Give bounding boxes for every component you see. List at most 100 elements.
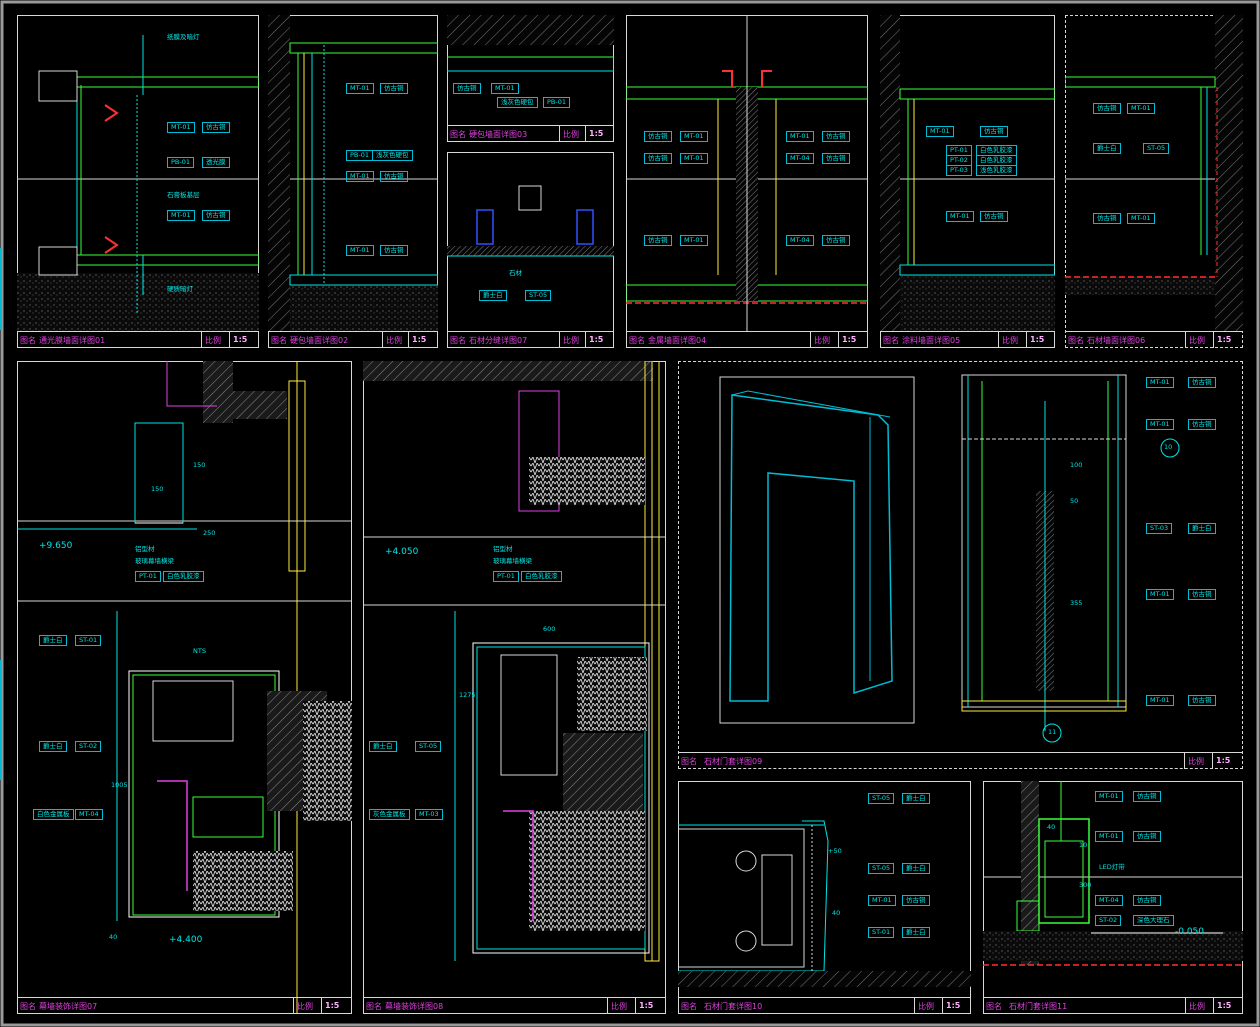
panel-detail-02: MT-01 仿古铜 PB-01 浅灰色硬包 MT-01 仿古铜 MT-01 仿古… bbox=[268, 15, 438, 348]
material-tag: ST-05 bbox=[868, 793, 895, 804]
title-block: 图名 石材门套详图10 比例 1:5 bbox=[678, 997, 971, 1014]
dimension: 355 bbox=[1070, 599, 1083, 607]
title-block: 图名 石材墙面详图06 比例 1:5 bbox=[1065, 331, 1243, 348]
material-tag: MT-01 bbox=[167, 210, 195, 221]
note: 铝型材 bbox=[493, 545, 513, 553]
panel-title: 金属墙面详图04 bbox=[648, 336, 707, 345]
material-tag: 仿古铜 bbox=[1133, 831, 1161, 842]
elevation-mark: +9.650 bbox=[39, 541, 73, 551]
material-tag: PT-01 bbox=[493, 571, 519, 582]
material-tag: MT-01 bbox=[1146, 589, 1174, 600]
drawing-09 bbox=[719, 374, 1180, 743]
drawing-04 bbox=[626, 15, 868, 331]
panel-title: 幕墙装饰详图08 bbox=[385, 1002, 444, 1011]
material-tag: PT-01 bbox=[135, 571, 161, 582]
panel-scale: 1:5 bbox=[1217, 1001, 1232, 1010]
material-tag: MT-01 bbox=[1095, 791, 1123, 802]
material-tag: PB-01 bbox=[543, 97, 570, 108]
material-tag: MT-04 bbox=[75, 809, 103, 820]
material-tag: 仿古铜 bbox=[1093, 213, 1121, 224]
panel-scale: 1:5 bbox=[233, 335, 248, 344]
panel-detail-01: 纸膜及暗灯 MT-01 仿古铜 PB-01 透光膜 石膏板基层 MT-01 仿古… bbox=[17, 15, 259, 348]
material-tag: MT-01 bbox=[680, 131, 708, 142]
title-block: 图名 石材分缝详图07 比例 1:5 bbox=[447, 331, 614, 348]
panel-title: 硬包墙面详图02 bbox=[290, 336, 349, 345]
material-tag: MT-01 bbox=[1127, 103, 1155, 114]
dimension: 40 bbox=[832, 909, 841, 917]
material-tag: MT-01 bbox=[680, 235, 708, 246]
dimension: 300 bbox=[1079, 881, 1092, 889]
panel-detail-08: +4.050 铝型材 玻璃幕墙横梁 PT-01 白色乳胶漆 爵士白 ST-05 … bbox=[363, 361, 666, 1014]
material-tag: PT-03 bbox=[946, 165, 972, 176]
material-tag: 仿古铜 bbox=[1188, 695, 1216, 706]
material-tag: PB-01 bbox=[346, 150, 373, 161]
panel-title: 石材门套详图10 bbox=[704, 1002, 763, 1011]
dimension: 100 bbox=[1070, 461, 1083, 469]
material-tag: 仿古铜 bbox=[380, 245, 408, 256]
note: 铝型材 bbox=[135, 545, 155, 553]
drawing-10 bbox=[678, 820, 971, 987]
dimension: 1005 bbox=[111, 781, 128, 789]
material-tag: 仿古铜 bbox=[644, 131, 672, 142]
drawing-11 bbox=[983, 781, 1243, 966]
material-tag: 爵士白 bbox=[902, 793, 930, 804]
material-tag: 白色乳胶漆 bbox=[521, 571, 562, 582]
material-tag: 爵士白 bbox=[902, 927, 930, 938]
drawing-06 bbox=[1065, 15, 1243, 331]
material-tag: 仿古铜 bbox=[202, 122, 230, 133]
panel-title: 石材墙面详图06 bbox=[1087, 336, 1146, 345]
material-tag: ST-05 bbox=[868, 863, 895, 874]
material-tag: 仿古铜 bbox=[822, 153, 850, 164]
material-tag: MT-01 bbox=[346, 171, 374, 182]
material-tag: MT-03 bbox=[415, 809, 443, 820]
panel-title: 石材分缝详图07 bbox=[469, 336, 528, 345]
material-tag: 深色大理石 bbox=[1133, 915, 1174, 926]
material-tag: MT-01 bbox=[491, 83, 519, 94]
material-tag: MT-01 bbox=[1095, 831, 1123, 842]
material-tag: 仿古铜 bbox=[980, 211, 1008, 222]
note: 石膏板基层 bbox=[167, 191, 200, 199]
note: 玻璃幕墙横梁 bbox=[493, 557, 532, 565]
material-tag: MT-01 bbox=[1146, 419, 1174, 430]
material-tag: ST-02 bbox=[75, 741, 102, 752]
dimension: 1275 bbox=[459, 691, 476, 699]
material-tag: MT-04 bbox=[786, 235, 814, 246]
material-tag: MT-01 bbox=[786, 131, 814, 142]
panel-detail-11: MT-01 仿古铜 MT-01 仿古铜 LED灯带 MT-04 仿古铜 ST-0… bbox=[983, 781, 1243, 1014]
material-tag: 仿古铜 bbox=[1188, 419, 1216, 430]
material-tag: 灰色金属板 bbox=[369, 809, 410, 820]
panel-title: 硬包墙面详图03 bbox=[469, 130, 528, 139]
panel-detail-03: 仿古铜 MT-01 浅灰色硬包 PB-01 图名 硬包墙面详图03 比例 1:5 bbox=[447, 15, 614, 142]
note: 纸膜及暗灯 bbox=[167, 33, 200, 41]
dimension: NTS bbox=[193, 647, 206, 655]
material-tag: 仿古铜 bbox=[1133, 791, 1161, 802]
material-tag: MT-01 bbox=[1146, 377, 1174, 388]
note: 硬质暗灯 bbox=[167, 285, 193, 293]
material-tag: 白色金属板 bbox=[33, 809, 74, 820]
dimension: 150 bbox=[193, 461, 206, 469]
material-tag: 爵士白 bbox=[39, 741, 67, 752]
panel-scale: 1:5 bbox=[1217, 335, 1232, 344]
dimension: 250 bbox=[203, 529, 216, 537]
material-tag: 仿古铜 bbox=[1133, 895, 1161, 906]
panel-scale: 1:5 bbox=[842, 335, 857, 344]
material-tag: 仿古铜 bbox=[644, 153, 672, 164]
panel-detail-04: 仿古铜 MT-01 MT-01 仿古铜 仿古铜 MT-01 MT-04 仿古铜 … bbox=[626, 15, 868, 348]
material-tag: 透光膜 bbox=[202, 157, 230, 168]
drawing-02 bbox=[268, 15, 438, 331]
drawing-07-stone-joint bbox=[447, 185, 614, 257]
material-tag: MT-01 bbox=[346, 245, 374, 256]
panel-scale: 1:5 bbox=[589, 335, 604, 344]
title-block: 图名 硬包墙面详图02 比例 1:5 bbox=[268, 331, 438, 348]
material-tag: MT-01 bbox=[346, 83, 374, 94]
detail-callout: 10 bbox=[1164, 443, 1173, 451]
panel-scale: 1:5 bbox=[639, 1001, 654, 1010]
title-block: 图名 金属墙面详图04 比例 1:5 bbox=[626, 331, 868, 348]
material-tag: MT-01 bbox=[946, 211, 974, 222]
material-tag: 仿古铜 bbox=[1188, 589, 1216, 600]
panel-detail-07: +9.650 铝型材 玻璃幕墙横梁 PT-01 白色乳胶漆 爵士白 ST-01 … bbox=[17, 361, 352, 1014]
elevation-mark: +4.400 bbox=[169, 935, 203, 945]
material-tag: 爵士白 bbox=[1093, 143, 1121, 154]
material-tag: ST-03 bbox=[1146, 523, 1173, 534]
panel-detail-07-stone-joint: 石材 爵士白 ST-05 图名 石材分缝详图07 比例 1:5 bbox=[447, 152, 614, 348]
